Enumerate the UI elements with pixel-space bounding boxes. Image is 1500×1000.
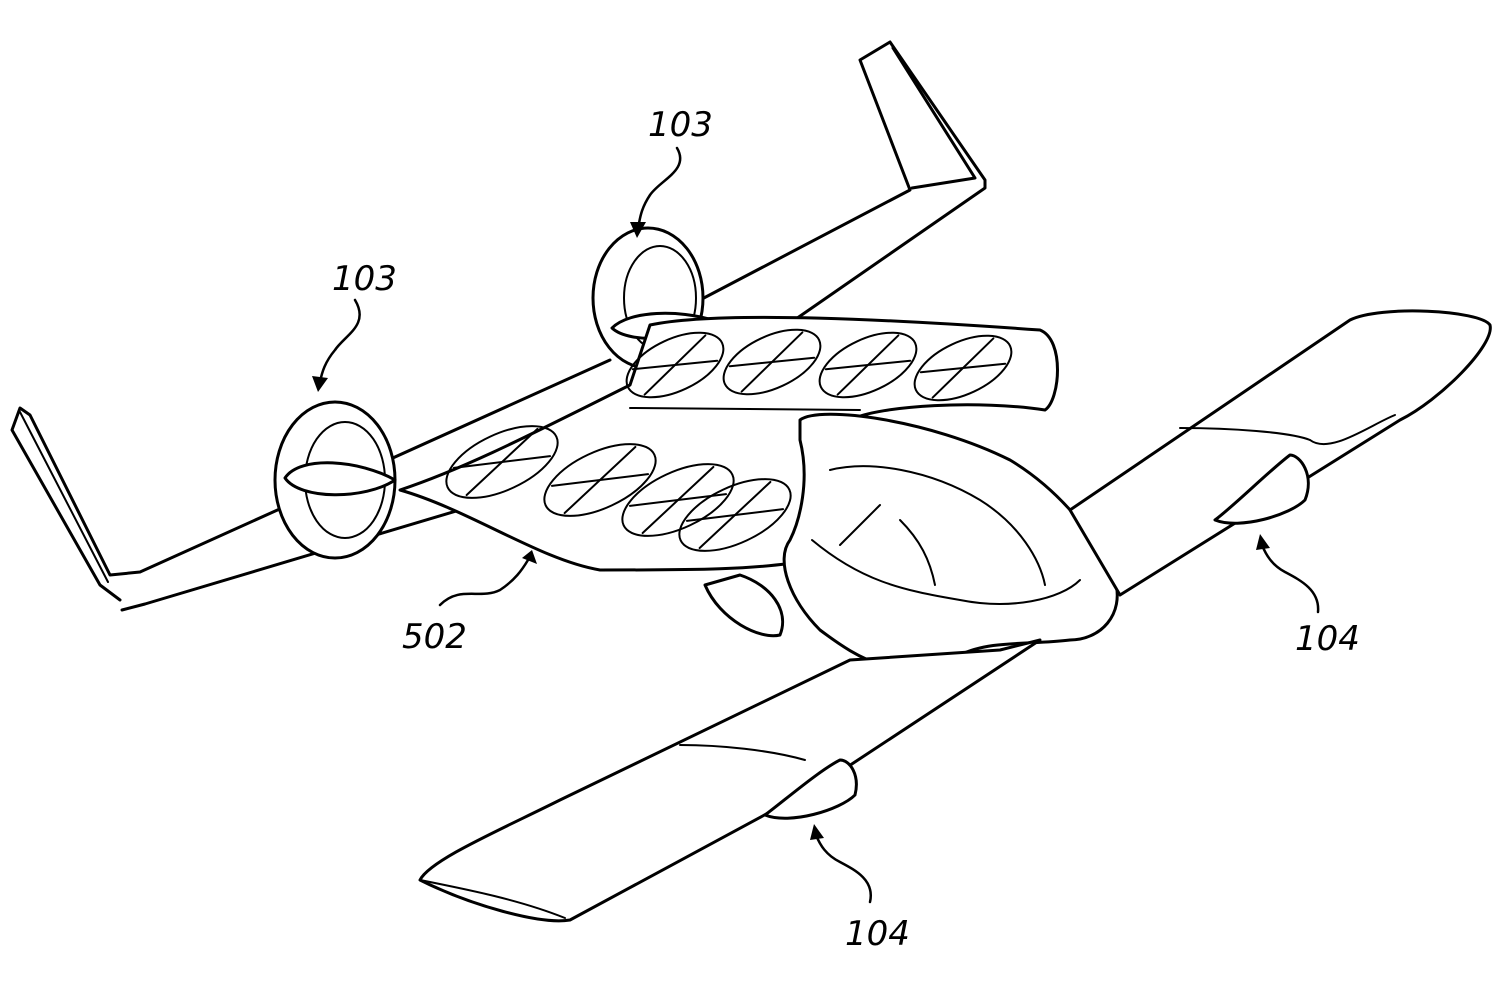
fuselage — [703, 412, 1119, 671]
arrowhead-wing-rotor-right — [1256, 534, 1270, 550]
arrow-wing-rotor-bottom — [814, 833, 873, 904]
rotor-row-lower — [445, 425, 792, 552]
label-engine-left: 103 — [332, 259, 397, 299]
reference-arrows — [312, 146, 1320, 904]
engine-left — [273, 400, 397, 560]
arrow-wing-rotor-right — [1260, 543, 1320, 614]
lift-fan-array — [398, 315, 1059, 572]
label-lift-array: 502 — [402, 617, 467, 657]
arrow-engine-top — [636, 146, 682, 230]
arrowhead-wing-rotor-bottom — [810, 824, 824, 840]
arrow-lift-array — [438, 558, 530, 607]
front-wing-right — [1068, 309, 1492, 597]
arrowhead-lift-array — [522, 550, 537, 564]
arrowhead-engine-top — [630, 222, 646, 238]
arrow-engine-left — [318, 298, 361, 384]
reference-labels: 103 103 502 104 104 — [332, 105, 1360, 954]
arrowhead-engine-left — [312, 376, 328, 392]
rear-wing — [10, 40, 987, 612]
rotor-row-upper — [625, 328, 1013, 402]
label-wing-rotor-right: 104 — [1295, 619, 1360, 659]
label-wing-rotor-bottom: 104 — [845, 914, 910, 954]
front-wing-left — [418, 638, 1042, 923]
label-engine-top: 103 — [648, 105, 713, 145]
